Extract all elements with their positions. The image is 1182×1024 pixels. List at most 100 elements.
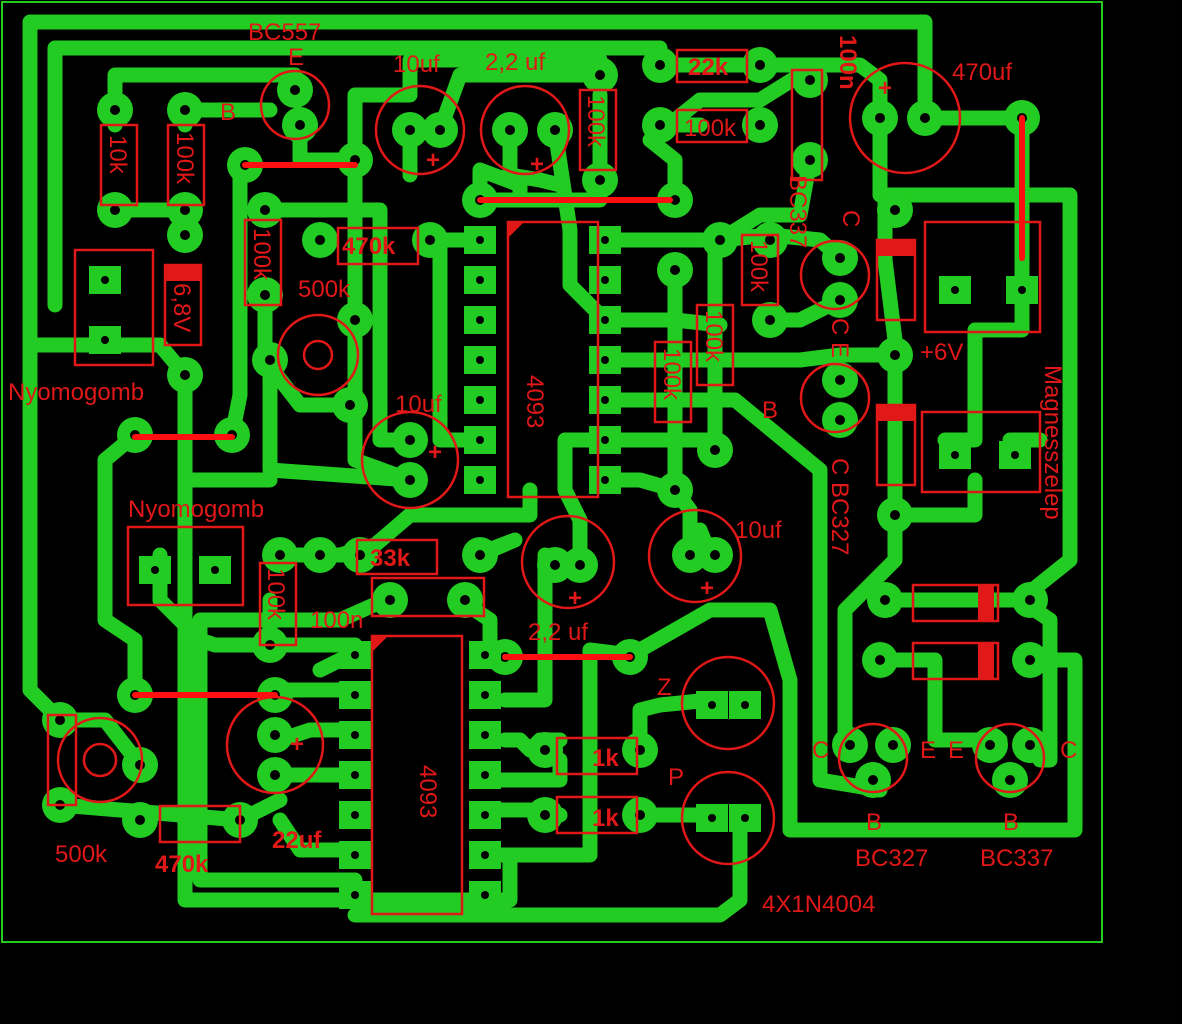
label-470uf: 470uf <box>952 59 1012 86</box>
drill-hole <box>211 566 219 574</box>
plus-470uf: + <box>878 75 892 102</box>
label-1k-b: 1k <box>592 805 619 832</box>
drill-hole <box>295 120 305 130</box>
label-10uf-top: 10uf <box>393 51 440 78</box>
drill-hole <box>890 350 900 360</box>
zener-band <box>165 265 201 281</box>
drill-hole <box>135 815 145 825</box>
r100k-left-outline <box>166 123 206 207</box>
bc557-outline <box>259 69 331 141</box>
label-z: Z <box>657 674 672 701</box>
drill-hole <box>481 851 489 859</box>
drill-hole <box>890 510 900 520</box>
drill-hole <box>55 715 65 725</box>
drill-hole <box>476 436 484 444</box>
drill-hole <box>875 113 885 123</box>
label-10uf-mid: 10uf <box>395 391 442 418</box>
label-b-right: B <box>1003 809 1019 836</box>
drill-hole <box>550 560 560 570</box>
label-100k-low: 100k <box>262 568 289 621</box>
drill-hole <box>805 155 815 165</box>
drill-hole <box>835 415 845 425</box>
drill-hole <box>601 316 609 324</box>
label-diodes: 4X1N4004 <box>762 891 875 918</box>
drill-hole <box>180 105 190 115</box>
button-2-outline <box>126 525 245 607</box>
label-100k-v1: 100k <box>248 228 275 281</box>
drill-hole <box>715 235 725 245</box>
drill-hole <box>345 400 355 410</box>
cap-470uf-outline <box>848 61 962 175</box>
label-22k: 22k <box>688 54 729 81</box>
label-magnesszelep: Magnesszelep <box>1039 365 1066 520</box>
drill-hole <box>180 230 190 240</box>
label-10k: 10k <box>104 135 131 175</box>
drill-hole <box>270 770 280 780</box>
drill-hole <box>476 356 484 364</box>
jumper-wires <box>132 115 1025 698</box>
board-outline <box>1 1 1103 943</box>
label-e-left: E <box>920 737 936 764</box>
plus-10uf-right: + <box>700 575 714 602</box>
drill-hole <box>315 550 325 560</box>
label-1k-a: 1k <box>592 745 619 772</box>
diode-h1-outline <box>911 583 1000 623</box>
cap-10uf-right-outline <box>647 508 743 604</box>
r100k-low-outline <box>258 561 298 647</box>
drill-hole <box>110 205 120 215</box>
drill-hole <box>476 236 484 244</box>
r100k-right2-outline <box>695 303 735 387</box>
drill-hole <box>476 476 484 484</box>
ic-top-outline <box>506 220 600 499</box>
p-outline <box>680 770 776 866</box>
drill-hole <box>601 236 609 244</box>
drill-hole <box>708 701 716 709</box>
r100k-right1-outline <box>740 233 780 307</box>
c100n-top-outline <box>790 68 824 182</box>
drill-hole <box>275 550 285 560</box>
label-10uf-right: 10uf <box>735 517 782 544</box>
r1k-b-outline <box>555 795 639 835</box>
r10k-outline <box>99 123 139 207</box>
drill-hole <box>481 891 489 899</box>
drill-hole <box>601 356 609 364</box>
round-pads <box>42 47 1048 838</box>
r22k-outline <box>675 48 749 84</box>
drill-hole <box>1005 775 1015 785</box>
drill-hole <box>575 560 585 570</box>
drill-hole <box>476 316 484 324</box>
drill-hole <box>481 691 489 699</box>
ic-low-pin1-marker <box>372 636 388 652</box>
plus-10uf-mid: + <box>428 439 442 466</box>
drill-hole <box>351 811 359 819</box>
drill-hole <box>670 485 680 495</box>
drill-hole <box>655 60 665 70</box>
drill-hole <box>835 295 845 305</box>
drill-hole <box>540 810 550 820</box>
label-100k-right3: 100k <box>658 348 685 401</box>
label-100n-low: 100n <box>310 607 363 634</box>
drill-hole <box>1025 595 1035 605</box>
label-bc337-top: BC337 <box>784 175 811 248</box>
drill-hole <box>405 125 415 135</box>
drill-hole <box>710 550 720 560</box>
label-33k: 33k <box>370 545 411 572</box>
diode-h1-band <box>978 585 994 621</box>
drill-hole <box>845 740 855 750</box>
label-ic-top: 4093 <box>521 375 548 428</box>
label-nyomogomb-1: Nyomogomb <box>8 379 144 406</box>
silkscreen-labels: BC557 E B 10uf 2,2 uf 22k 100k 100n 470u… <box>8 19 1077 918</box>
pot-500k-top-inner <box>302 339 334 371</box>
pot-500k-low-rect <box>46 713 78 807</box>
drill-hole <box>385 595 395 605</box>
drill-hole <box>985 740 995 750</box>
drill-hole <box>805 75 815 85</box>
pot-500k-low-inner <box>82 742 118 778</box>
drill-hole <box>101 276 109 284</box>
drill-hole <box>1011 451 1019 459</box>
label-470k-top: 470k <box>342 233 396 260</box>
bc327-mid-outline <box>799 362 871 434</box>
label-bc557: BC557 <box>248 19 321 46</box>
drill-hole <box>351 851 359 859</box>
